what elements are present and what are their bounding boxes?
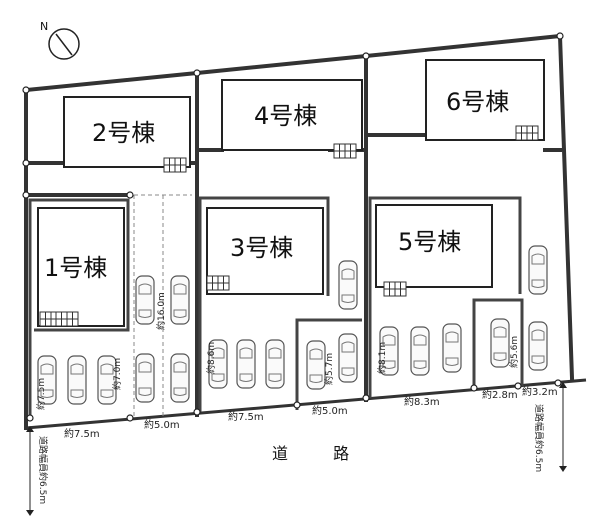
depth-lot2: 約16.0m — [155, 292, 167, 330]
building-4-label: 4号棟 — [254, 102, 317, 130]
frontage-labels: 約7.5m 約5.0m 約7.5m 約5.0m 約8.3m 約2.8m 約3.2… — [64, 385, 558, 440]
frontage-lot1: 約7.5m — [64, 427, 100, 440]
building-6-label: 6号棟 — [446, 88, 509, 116]
frontage-lot3: 約7.5m — [228, 410, 264, 423]
depth-lot6: 約5.6m — [508, 336, 520, 368]
compass: N — [40, 20, 80, 60]
depth-lot4: 約5.7m — [323, 353, 335, 385]
building-2-label: 2号棟 — [92, 119, 155, 147]
road-width-right-label: 道路幅員約6.5m — [533, 404, 545, 472]
frontage-lot2: 約5.0m — [144, 418, 180, 431]
building-3-label: 3号棟 — [230, 234, 293, 262]
north-label: N — [40, 20, 48, 33]
depth-lot1b: 約7.0m — [111, 358, 123, 390]
depth-lot3: 約8.6m — [205, 342, 217, 374]
boundary-posts — [22, 32, 564, 422]
building-1-label: 1号棟 — [44, 254, 107, 282]
building-5: 5号棟 — [375, 204, 493, 297]
building-1: 1号棟 — [37, 207, 125, 327]
building-4: 4号棟 — [221, 79, 363, 159]
depth-labels: 約7.5m 約7.0m 約16.0m 約8.6m 約5.7m 約8.1m 約5.… — [35, 292, 520, 410]
road-width-left: 道路幅員約6.5m — [26, 426, 49, 516]
building-6: 6号棟 — [425, 59, 545, 141]
road-width-left-label: 道路幅員約6.5m — [37, 436, 49, 504]
road-label: 道 路 — [272, 444, 369, 463]
building-5-label: 5号棟 — [398, 228, 461, 256]
building-3: 3号棟 — [206, 207, 324, 295]
frontage-lot6a: 約2.8m — [482, 388, 518, 401]
frontage-lot6b: 約3.2m — [522, 385, 558, 398]
frontage-lot5: 約8.3m — [404, 395, 440, 408]
depth-lot1a: 約7.5m — [35, 378, 47, 410]
road-width-right: 道路幅員約6.5m — [533, 382, 567, 472]
frontage-lot4: 約5.0m — [312, 404, 348, 417]
building-2: 2号棟 — [63, 96, 191, 173]
depth-lot5: 約8.1m — [376, 342, 388, 374]
